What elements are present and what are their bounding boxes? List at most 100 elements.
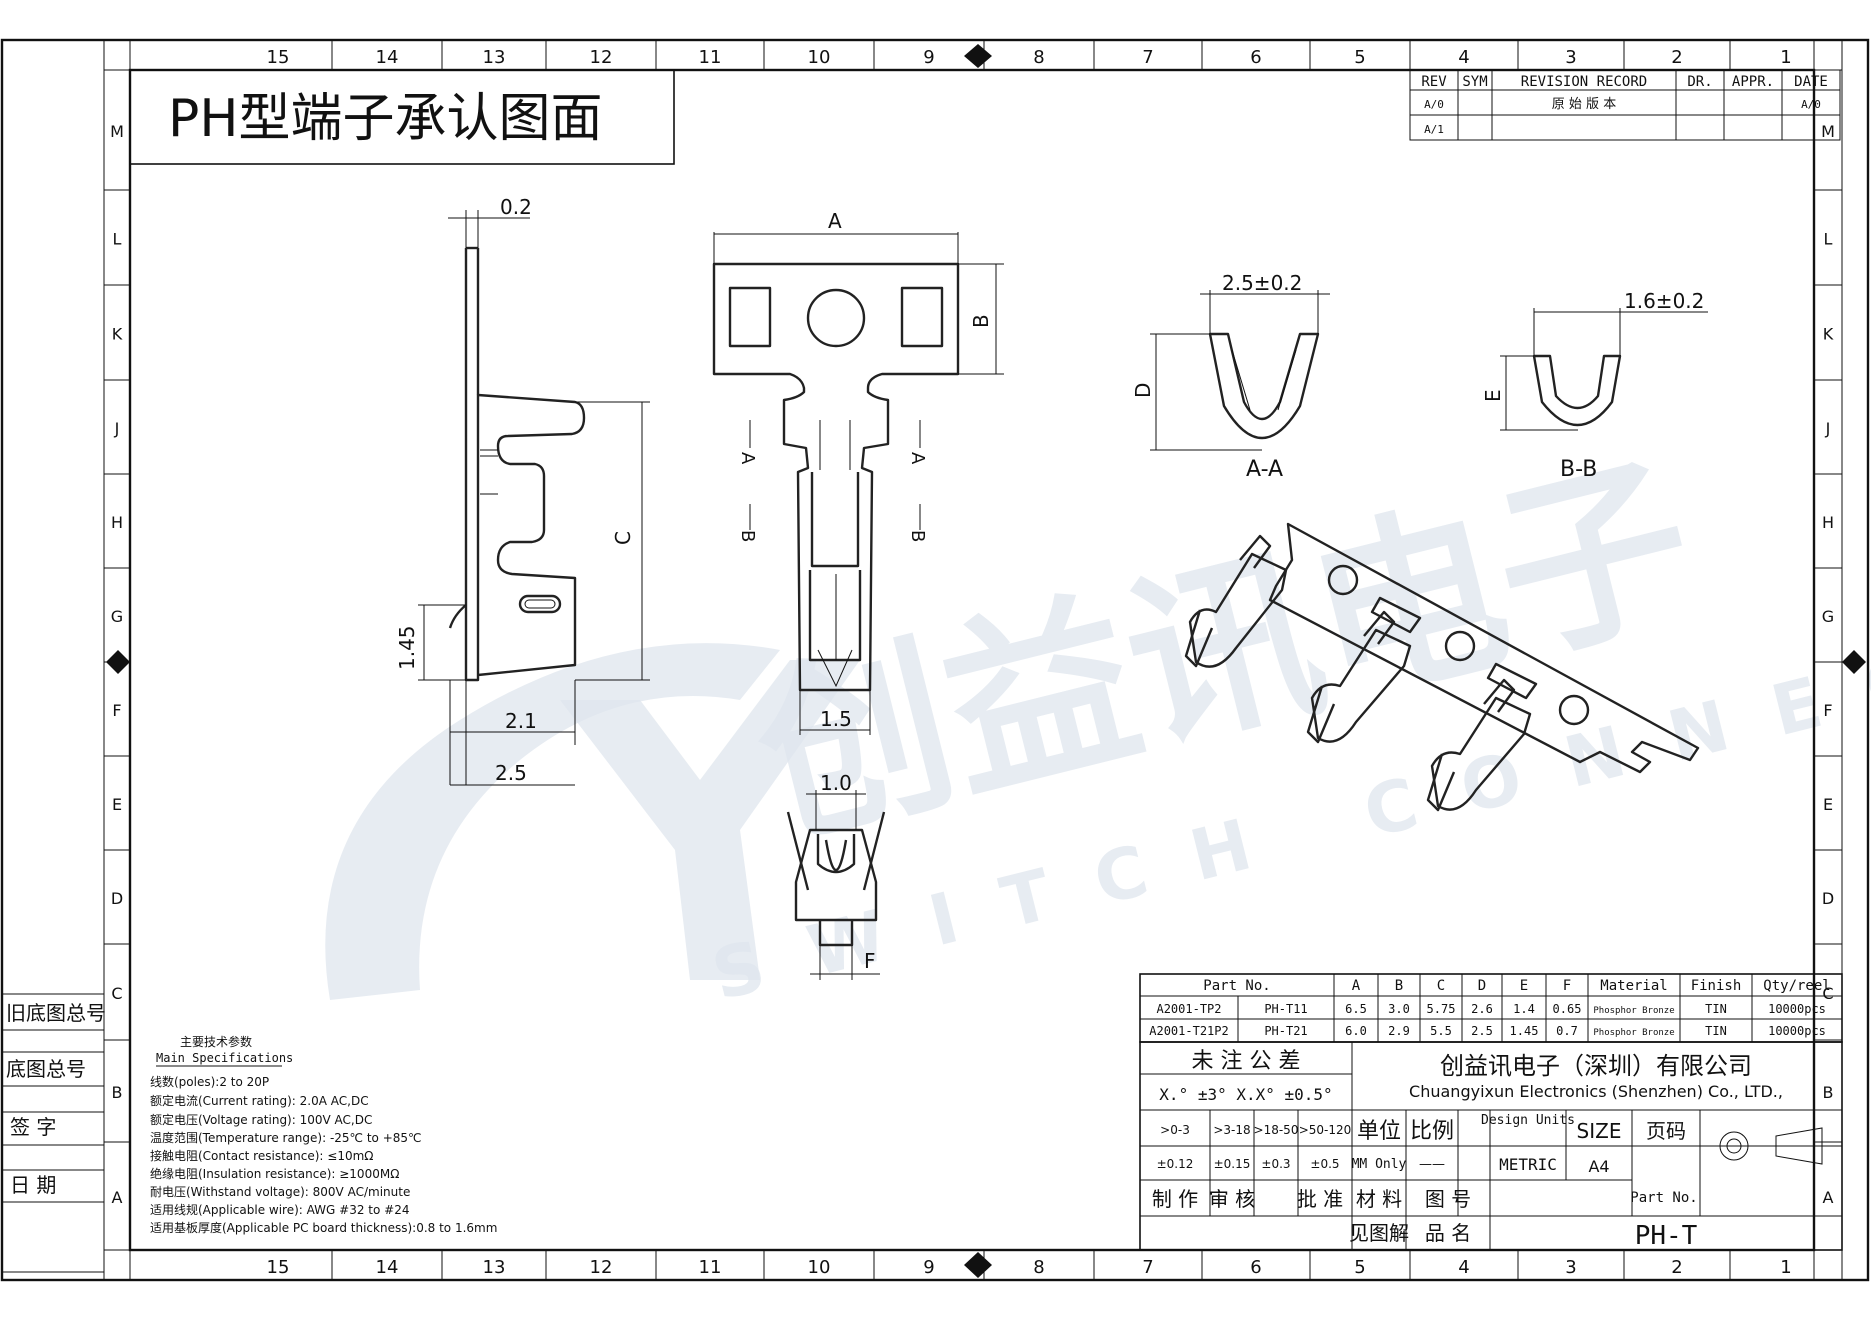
grid-row-label: H [1822, 513, 1834, 532]
grid-col-label: 4 [1458, 47, 1469, 68]
spec-line: 线数(poles):2 to 20P [150, 1074, 269, 1089]
spec-line: 适用基板厚度(Applicable PC board thickness):0.… [150, 1220, 497, 1235]
grid-col-label: 2 [1671, 47, 1682, 68]
section-a-a: 2.5±0.2 D A-A [1131, 271, 1330, 482]
size-label: SIZE [1577, 1119, 1622, 1143]
parts-cell: Phosphor Bronze [1593, 1028, 1674, 1038]
dim-1-0: 1.0 [820, 771, 852, 795]
parts-cell: TIN [1705, 1002, 1727, 1016]
parts-head-finish: Finish [1691, 978, 1742, 994]
grid-col-label: 14 [376, 1257, 399, 1278]
spec-heading-en: Main Specifications [156, 1051, 293, 1065]
parts-cell: TIN [1705, 1024, 1727, 1038]
watermark: 创益讯电子 SWITCH CONNECTOR [325, 429, 1871, 1016]
parts-cell: 6.0 [1345, 1024, 1367, 1038]
dim-E: E [1481, 389, 1505, 402]
range-0: >0-3 [1160, 1123, 1190, 1137]
parts-cell: 10000pcs [1768, 1024, 1826, 1038]
grid-col-label: 9 [923, 1257, 934, 1278]
rev-row1-record: 原 始 版 本 [1552, 97, 1616, 112]
rev-head-rev: REV [1421, 74, 1447, 90]
parts-head-e: E [1520, 978, 1528, 994]
grid-row-label: D [1822, 889, 1834, 908]
parts-cell: 1.45 [1510, 1024, 1539, 1038]
parts-head-a: A [1352, 978, 1361, 994]
grid-col-label: 12 [590, 1257, 613, 1278]
parts-cell: PH-T11 [1264, 1002, 1307, 1016]
grid-col-label: 10 [808, 47, 831, 68]
tol-1: ±0.15 [1214, 1157, 1251, 1171]
stamp-sign: 签 字 [10, 1115, 56, 1139]
tol-3: ±0.5 [1310, 1157, 1339, 1171]
dim-B: B [969, 314, 993, 328]
center-mark [964, 44, 992, 68]
rev-row1-rev: A/0 [1424, 98, 1444, 111]
dim-2-5: 2.5 [495, 761, 527, 785]
spec-line: 额定电流(Current rating): 2.0A AC,DC [150, 1093, 369, 1108]
grid-row-label: J [1825, 419, 1831, 438]
parts-cell: 5.5 [1430, 1024, 1452, 1038]
range-2: >18-50 [1254, 1123, 1299, 1137]
page-label: 页码 [1646, 1119, 1686, 1143]
grid-col-label: 3 [1565, 47, 1576, 68]
tolerance-angle: X.° ±3° X.X° ±0.5° [1159, 1085, 1332, 1104]
dim-1-5: 1.5 [820, 707, 852, 731]
parts-cell: 0.7 [1556, 1024, 1578, 1038]
scale-value: —— [1419, 1157, 1445, 1172]
role-3: 材 料 [1356, 1187, 1402, 1211]
dim-aa-width: 2.5±0.2 [1222, 271, 1302, 295]
parts-cell: Phosphor Bronze [1593, 1006, 1674, 1016]
grid-row-label: A [112, 1188, 123, 1207]
grid-row-label: J [114, 419, 120, 438]
parts-cell: 2.5 [1471, 1024, 1493, 1038]
dim-C: C [611, 531, 635, 545]
grid-row-label: G [111, 607, 123, 626]
grid-col-label: 12 [590, 47, 613, 68]
grid-row-label: G [1822, 607, 1834, 626]
company-en: Chuangyixun Electronics (Shenzhen) Co., … [1409, 1082, 1783, 1101]
stamp-date: 日 期 [10, 1173, 56, 1197]
stamp-old-total: 旧底图总号 [6, 1001, 106, 1025]
grid-col-label: 7 [1142, 47, 1153, 68]
grid-col-label: 7 [1142, 1257, 1153, 1278]
parts-cell: 10000pcs [1768, 1002, 1826, 1016]
front-view: 1.0 F [786, 771, 886, 980]
dim-bb-width: 1.6±0.2 [1624, 289, 1704, 313]
grid-col-label: 8 [1033, 47, 1044, 68]
spec-heading-cn: 主要技术参数 [180, 1034, 252, 1049]
top-view: A B A A B B 1.5 [712, 209, 1004, 735]
grid-row-label: F [1823, 701, 1832, 720]
metric: METRIC [1499, 1155, 1557, 1174]
role-1: 审 核 [1209, 1187, 1255, 1211]
dim-A: A [828, 209, 842, 233]
grid-row-label: F [112, 701, 121, 720]
product-name-label: 品 名 [1425, 1221, 1471, 1245]
grid-col-label: 9 [923, 47, 934, 68]
grid-row-label: M [110, 122, 124, 141]
stamp-total: 底图总号 [6, 1057, 86, 1081]
design-units: Design Units [1481, 1113, 1575, 1128]
tol-2: ±0.3 [1261, 1157, 1290, 1171]
grid-row-label: D [111, 889, 123, 908]
parts-head-f: F [1563, 978, 1571, 994]
grid-col-label: 5 [1354, 47, 1365, 68]
parts-cell: 0.65 [1553, 1002, 1582, 1016]
grid-col-label: 1 [1780, 1257, 1791, 1278]
isometric-view [1184, 522, 1700, 812]
dim-D: D [1131, 383, 1155, 398]
grid-row-label: A [1823, 1188, 1834, 1207]
unit-label: 单位 [1357, 1119, 1401, 1144]
parts-cell: 1.4 [1513, 1002, 1535, 1016]
grid-col-label: 15 [267, 47, 290, 68]
title-box [129, 69, 675, 165]
section-mark-A-right: A [907, 452, 928, 465]
grid-row-label: K [112, 325, 123, 344]
spec-line: 适用线规(Applicable wire): AWG #32 to #24 [150, 1202, 410, 1217]
spec-line: 接触电阻(Contact resistance): ≤10mΩ [150, 1148, 373, 1163]
grid-col-label: 14 [376, 47, 399, 68]
parts-cell: 2.6 [1471, 1002, 1493, 1016]
grid-row-label: M [1821, 122, 1835, 141]
grid-row-label: L [1824, 230, 1833, 249]
grid-col-label: 5 [1354, 1257, 1365, 1278]
grid-row-label: B [1823, 1083, 1834, 1102]
